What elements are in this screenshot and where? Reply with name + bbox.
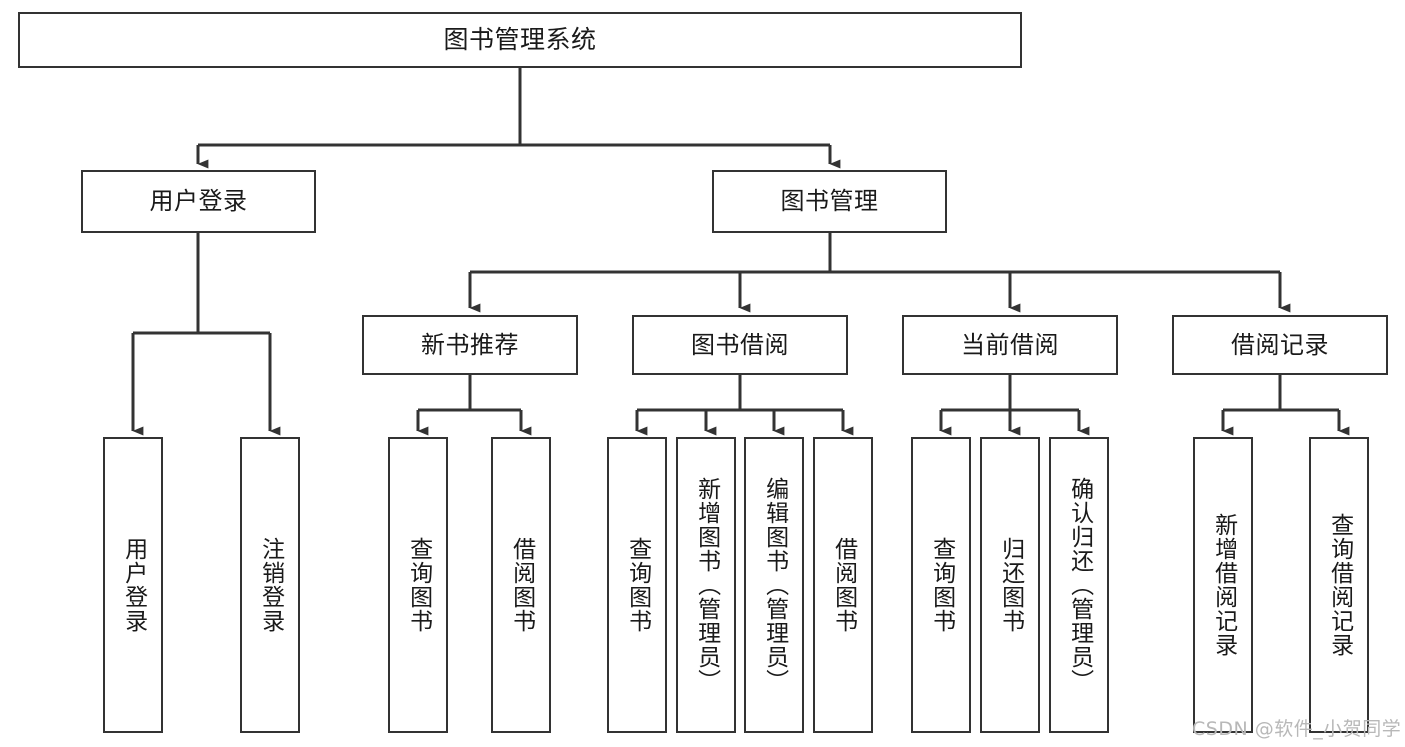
leaf-new-book-borrow[interactable]: 借阅图书 [491,437,551,733]
leaf-user-login-login[interactable]: 用户登录 [103,437,163,733]
leaf-book-borrow-query[interactable]: 查询图书 [607,437,667,733]
node-label: 查询借阅记录 [1326,513,1353,657]
node-book-borrow[interactable]: 图书借阅 [632,315,848,375]
watermark-text: CSDN @软件_小贺同学 [1192,718,1402,740]
node-label: 归还图书 [997,537,1024,633]
node-label: 图书借阅 [691,330,789,359]
leaf-book-borrow-borrow[interactable]: 借阅图书 [813,437,873,733]
leaf-book-borrow-add[interactable]: 新增图书（管理员） [676,437,736,733]
leaf-current-borrow-query[interactable]: 查询图书 [911,437,971,733]
node-label: 新增图书（管理员） [693,477,720,693]
leaf-new-book-query[interactable]: 查询图书 [388,437,448,733]
leaf-borrow-record-query[interactable]: 查询借阅记录 [1309,437,1369,733]
node-user-login[interactable]: 用户登录 [81,170,316,233]
leaf-current-borrow-confirm[interactable]: 确认归还（管理员） [1049,437,1109,733]
leaf-book-borrow-edit[interactable]: 编辑图书（管理员） [744,437,804,733]
node-new-book-recommend[interactable]: 新书推荐 [362,315,578,375]
node-label: 新增借阅记录 [1210,513,1237,657]
node-label: 编辑图书（管理员） [761,477,788,693]
node-label: 查询图书 [624,537,651,633]
leaf-borrow-record-add[interactable]: 新增借阅记录 [1193,437,1253,733]
node-label: 用户登录 [120,537,147,633]
node-label: 借阅图书 [830,537,857,633]
node-root-system[interactable]: 图书管理系统 [18,12,1022,68]
leaf-user-login-logout[interactable]: 注销登录 [240,437,300,733]
node-label: 借阅图书 [508,537,535,633]
node-current-borrow[interactable]: 当前借阅 [902,315,1118,375]
node-label: 查询图书 [405,537,432,633]
leaf-current-borrow-return[interactable]: 归还图书 [980,437,1040,733]
node-label: 图书管理系统 [443,25,597,55]
node-label: 注销登录 [257,537,284,633]
node-book-management[interactable]: 图书管理 [712,170,947,233]
node-label: 图书管理 [780,187,879,216]
node-label: 当前借阅 [961,330,1059,359]
node-label: 确认归还（管理员） [1066,477,1093,693]
node-label: 查询图书 [928,537,955,633]
node-label: 用户登录 [149,187,248,216]
node-borrow-record[interactable]: 借阅记录 [1172,315,1388,375]
node-label: 借阅记录 [1231,330,1329,359]
node-label: 新书推荐 [421,330,519,359]
